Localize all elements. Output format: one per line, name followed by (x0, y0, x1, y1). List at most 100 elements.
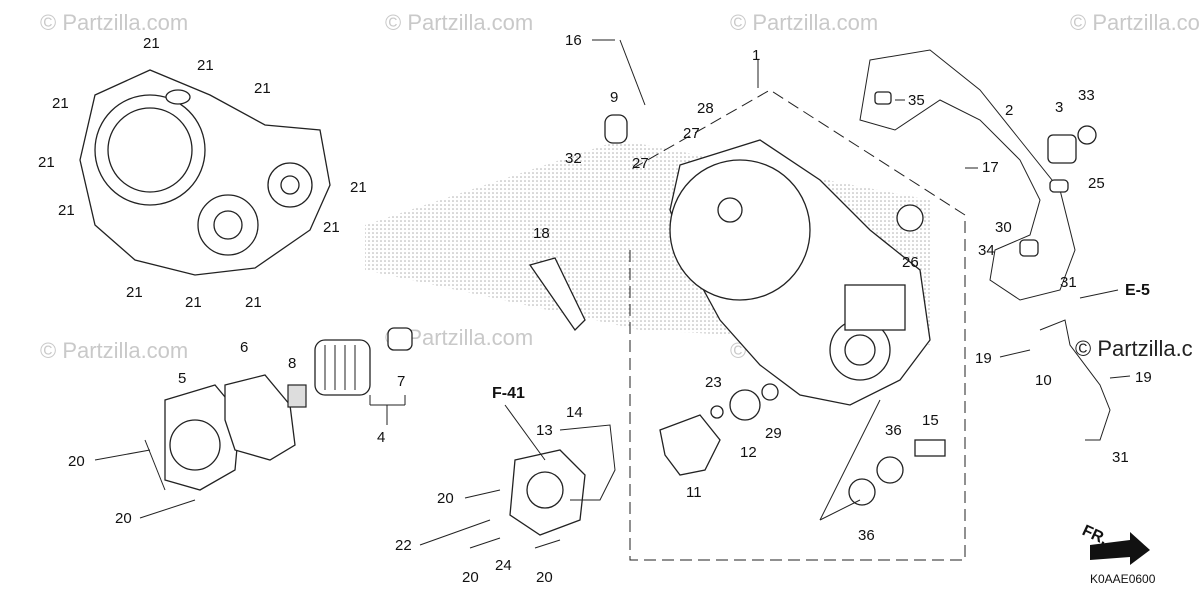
oil-pipe (1039, 319, 1111, 441)
callout-22: 22 (395, 537, 412, 554)
arrow-line (1079, 289, 1119, 299)
spring (287, 384, 307, 408)
callout-1: 1 (752, 47, 760, 64)
callout-19: 19 (975, 350, 992, 367)
bolt (464, 489, 501, 499)
reference-f41: F-41 (492, 385, 525, 402)
callout-20: 20 (68, 453, 85, 470)
callout-20: 20 (115, 510, 132, 527)
callout-14: 14 (566, 404, 583, 421)
callout-21: 21 (38, 154, 55, 171)
callout-4: 4 (377, 429, 385, 446)
bolt (534, 539, 561, 549)
front-arrow (1090, 532, 1150, 565)
cap (604, 114, 628, 144)
bolt (94, 449, 151, 461)
callout-21: 21 (254, 80, 271, 97)
callout-34: 34 (978, 242, 995, 259)
callout-21: 21 (323, 219, 340, 236)
watermark: © Partzilla.com (40, 10, 188, 35)
gasket (859, 49, 1076, 301)
callout-20: 20 (462, 569, 479, 586)
dowel (874, 91, 892, 105)
callout-31: 31 (1060, 274, 1077, 291)
callout-5: 5 (178, 370, 186, 387)
watermark: © Partzilla.com (730, 10, 878, 35)
callout-17: 17 (982, 159, 999, 176)
arrow-line (504, 404, 546, 461)
callout-36: 36 (885, 422, 902, 439)
callout-25: 25 (1088, 175, 1105, 192)
seal (761, 383, 779, 401)
bushing (1047, 134, 1077, 164)
callout-35: 35 (908, 92, 925, 109)
callout-36: 36 (858, 527, 875, 544)
right-crankcase-cover (669, 139, 931, 406)
callout-3: 3 (1055, 99, 1063, 116)
leader-line (144, 439, 166, 491)
watermark: © Partzilla.com (40, 338, 188, 363)
callout-20: 20 (536, 569, 553, 586)
callout-21: 21 (143, 35, 160, 52)
callout-13: 13 (536, 422, 553, 439)
callout-16: 16 (565, 32, 582, 49)
bolt (999, 349, 1031, 358)
callout-15: 15 (922, 412, 939, 429)
callout-7: 7 (397, 373, 405, 390)
callout-11: 11 (686, 484, 702, 501)
arm (528, 257, 586, 332)
callout-10: 10 (1035, 372, 1052, 389)
callout-21: 21 (245, 294, 262, 311)
callout-33: 33 (1078, 87, 1095, 104)
callout-21: 21 (126, 284, 143, 301)
bolt (1109, 375, 1131, 379)
callout-28: 28 (697, 100, 714, 117)
bearing (848, 478, 876, 506)
oil-seal (729, 389, 761, 421)
callout-21: 21 (52, 95, 69, 112)
callout-12: 12 (740, 444, 757, 461)
filter-cover (164, 384, 241, 491)
callout-21: 21 (350, 179, 367, 196)
oil-filter (314, 327, 413, 396)
bolt (419, 519, 491, 546)
callout-9: 9 (610, 89, 618, 106)
callout-18: 18 (533, 225, 550, 242)
impeller (659, 414, 721, 476)
watermark: © Partzilla.com (1070, 10, 1200, 35)
leader-line (819, 399, 881, 521)
bolt (139, 499, 196, 519)
watermark: © Partzilla.com (385, 10, 533, 35)
callout-24: 24 (495, 557, 512, 574)
bearing (876, 456, 904, 484)
o-ring (1077, 125, 1097, 145)
callout-23: 23 (705, 374, 722, 391)
callout-30: 30 (995, 219, 1012, 236)
callout-29: 29 (765, 425, 782, 442)
leader-line (819, 499, 861, 521)
callout-19: 19 (1135, 369, 1152, 386)
callout-20: 20 (437, 490, 454, 507)
callout-31: 31 (1112, 449, 1129, 466)
shaft (619, 39, 646, 106)
callout-27: 27 (683, 125, 700, 142)
pin (1049, 179, 1069, 193)
bearing (896, 204, 924, 232)
watermark-dark: © Partzilla.c (1075, 336, 1193, 361)
left-crankcase-cover (79, 69, 331, 276)
callout-26: 26 (902, 254, 919, 271)
dowel (1019, 239, 1039, 257)
callout-21: 21 (58, 202, 75, 219)
diagram-code: K0AAE0600 (1090, 572, 1156, 586)
callout-6: 6 (240, 339, 248, 356)
reference-e5: E-5 (1125, 282, 1150, 299)
oil-pipe-bolt (914, 439, 946, 457)
washer (710, 405, 724, 419)
water-pump (509, 424, 616, 536)
callout-27: 27 (632, 155, 649, 172)
assembly-box (629, 89, 966, 561)
callout-21: 21 (185, 294, 202, 311)
filter-cover-gasket (224, 374, 296, 461)
callout-8: 8 (288, 355, 296, 372)
